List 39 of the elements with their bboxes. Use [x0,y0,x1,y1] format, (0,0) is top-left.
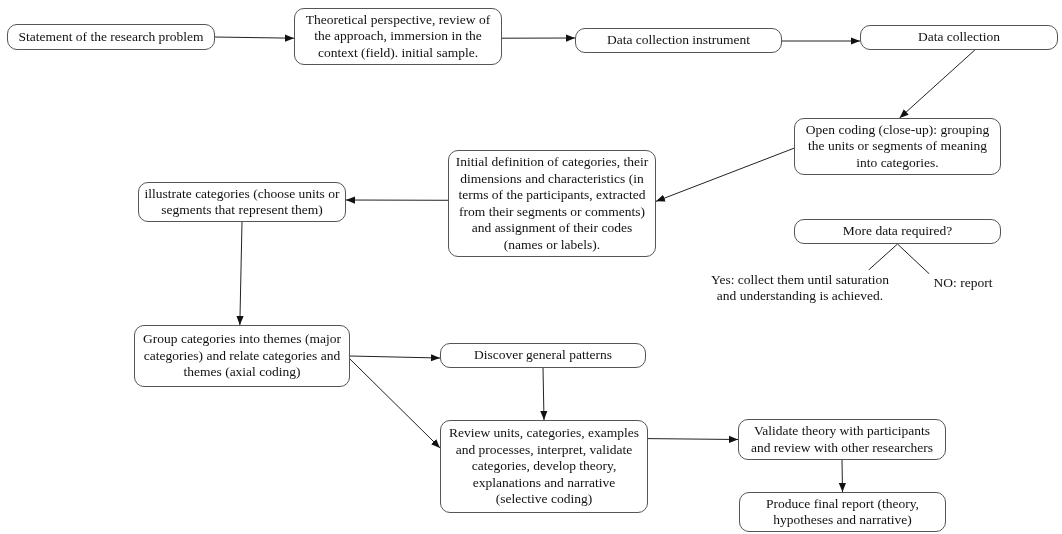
process-box [440,420,648,513]
arrow [349,358,441,449]
arrow [349,354,441,362]
arrow [236,221,244,326]
box-text: Data collection [917,29,1001,46]
box-text: Open coding (close-up): grouping the units or segments of meaning into categories. [804,121,991,172]
arrow [838,459,846,493]
box-text: Validate theory with participants and review with other researchers [749,423,935,456]
box-text: Produce final report (theory, hypotheses and narrative) [765,495,920,529]
box-text: Data collection instrument [606,32,751,49]
box-text: Theoretical perspective, review of the approach, immersion in the context (field). initial sample. [304,11,492,62]
process-box [134,325,350,387]
box-text: Group categories into themes (major categories) and relate categories and themes (axial coding) [142,331,342,381]
process-box [739,492,946,532]
arrow [655,147,795,202]
box-text: Initial definition of categories, their dimensions and characteristics (in terms of the participants, extracted from their segments or comments) and assignment of their codes (names or labels). [454,154,650,253]
box-text: illustrate categories (choose units or segments that represent them) [144,185,340,219]
box-text: Statement of the research problem [18,28,204,46]
process-box [440,343,646,368]
arrow [540,367,548,421]
arrow [345,196,449,204]
arrow [781,37,861,45]
arrow [899,49,976,119]
process-box [738,419,946,460]
arrow [501,34,576,42]
arrow [647,435,739,443]
arrow [214,34,295,42]
box-text: Discover general patterns [474,347,612,364]
process-box [575,28,782,53]
connector-line [897,243,930,275]
box-text: Review units, categories, examples and processes, interpret, validate categories, develop theory, explanations and narrative (selective coding) [447,425,641,508]
box-text: More data required? [842,223,953,240]
connector-line [868,243,898,271]
process-box [794,118,1001,175]
process-box [7,24,215,50]
process-box [138,182,346,222]
process-box [794,219,1001,244]
process-box [860,25,1058,50]
process-box [294,8,502,65]
